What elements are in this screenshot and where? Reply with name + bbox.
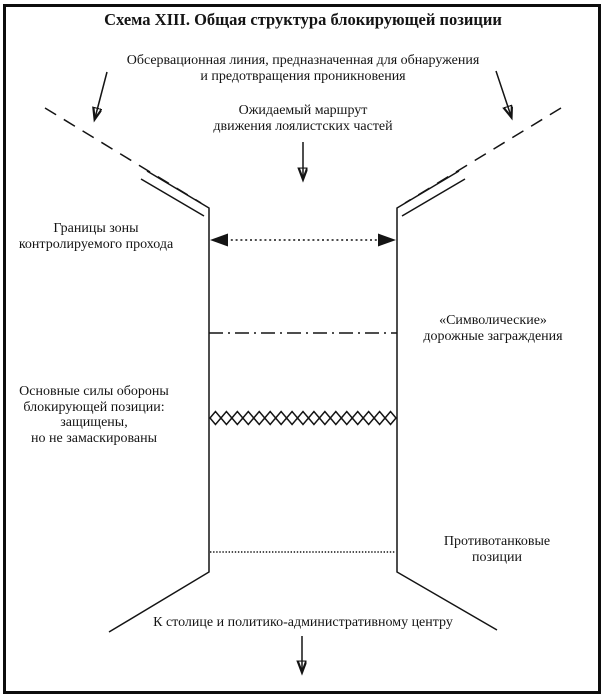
observation-pointer-arrow-right: [495, 70, 511, 116]
label-expected-route: Ожидаемый маршрут движения лоялистских ч…: [213, 103, 393, 134]
label-main-forces: Основные силы обороны блокирующей позици…: [19, 384, 169, 447]
corridor-walls: [108, 170, 498, 633]
observation-dashed-line: [44, 107, 562, 204]
diagram-title: Схема XIII. Общая структура блокирующей …: [104, 10, 502, 29]
passage-width-arrow: [210, 233, 396, 247]
label-antitank: Противотанковые позиции: [443, 534, 551, 565]
label-passage-zone: Границы зоны контролируемого прохода: [18, 221, 174, 252]
label-observation-line: Обсервационная линия, предназначенная дл…: [126, 53, 480, 84]
label-to-capital: К столице и политико-административному ц…: [153, 615, 453, 630]
observation-pointer-arrow-left: [95, 71, 108, 118]
defense-diamond-line: [209, 410, 397, 426]
label-symbolic-barriers: «Символические» дорожные заграждения: [423, 313, 563, 344]
